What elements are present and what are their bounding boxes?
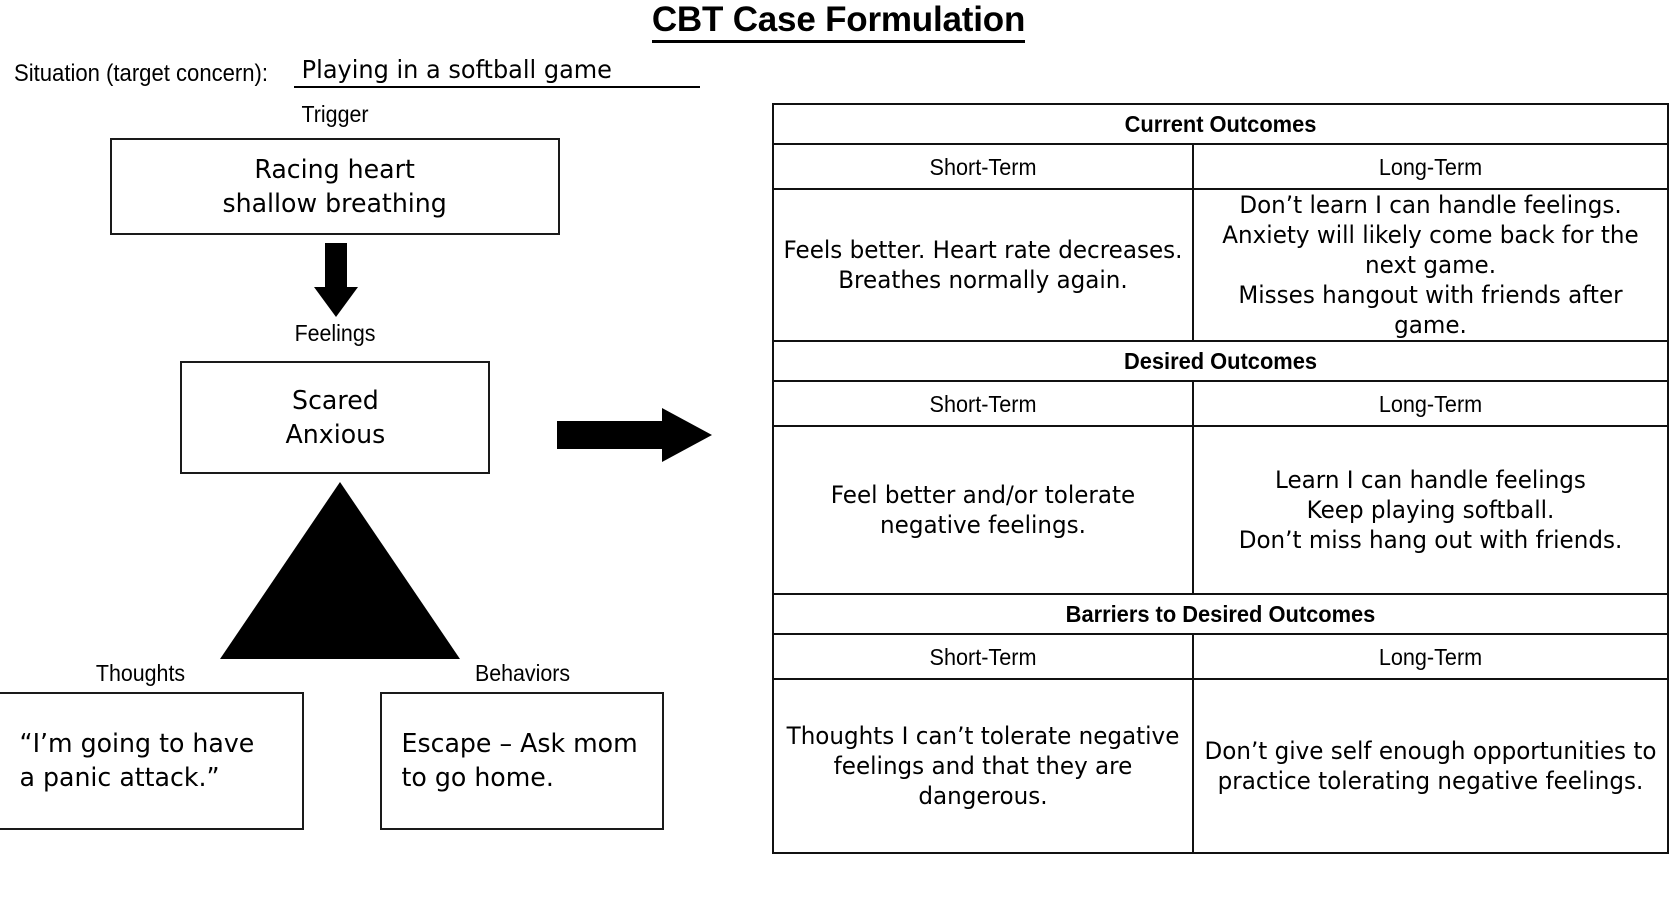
behaviors-text: Escape – Ask mom to go home. <box>401 729 638 793</box>
cell-current-short-term: Feels better. Heart rate decreases. Brea… <box>780 188 1186 342</box>
down-arrow-icon <box>314 243 358 317</box>
cell-current-long-term: Don’t learn I can handle feelings. Anxie… <box>1201 188 1660 342</box>
table-row: Thoughts I can’t tolerate negative feeli… <box>773 678 1668 854</box>
outcomes-table: Current Outcomes Short-Term Long-Term Fe… <box>772 103 1669 854</box>
section-heading-current: Current Outcomes <box>794 103 1647 145</box>
down-arrow-shaft <box>325 243 347 289</box>
feelings-text: Scared Anxious <box>285 385 385 450</box>
right-arrow-head <box>662 408 712 462</box>
feelings-label: Feelings <box>294 320 376 346</box>
column-header-long-term-barriers: Long-Term <box>1206 633 1655 680</box>
table-row: Short-Term Long-Term <box>773 380 1668 427</box>
section-heading-desired: Desired Outcomes <box>794 340 1647 382</box>
column-header-short-term-desired: Short-Term <box>784 380 1182 427</box>
situation-label: Situation (target concern): <box>14 60 269 87</box>
section-heading-barriers: Barriers to Desired Outcomes <box>794 593 1647 635</box>
column-header-long-term-desired: Long-Term <box>1206 380 1655 427</box>
right-arrow-shaft <box>557 421 665 449</box>
cell-desired-short-term: Feel better and/or tolerate negative fee… <box>780 425 1186 595</box>
thoughts-text: “I’m going to have a panic attack.” <box>19 729 255 793</box>
page-title-text: CBT Case Formulation <box>651 0 1025 43</box>
table-row: Short-Term Long-Term <box>773 143 1668 190</box>
table-row: Feels better. Heart rate decreases. Brea… <box>773 188 1668 342</box>
trigger-text: Racing heart shallow breathing <box>222 154 448 219</box>
table-row: Feel better and/or tolerate negative fee… <box>773 425 1668 595</box>
thoughts-box: “I’m going to have a panic attack.” <box>0 692 304 830</box>
trigger-label: Trigger <box>301 101 369 127</box>
right-arrow-icon <box>557 408 712 462</box>
table-row: Barriers to Desired Outcomes <box>773 593 1668 635</box>
table-row: Current Outcomes <box>773 103 1668 145</box>
situation-value: Playing in a softball game <box>301 55 613 84</box>
cell-desired-long-term: Learn I can handle feelings Keep playing… <box>1201 425 1660 595</box>
situation-field[interactable]: Playing in a softball game <box>294 55 701 88</box>
column-header-short-term-barriers: Short-Term <box>784 633 1182 680</box>
down-arrow-head <box>314 287 358 317</box>
feelings-box: Scared Anxious <box>180 361 490 474</box>
cbt-triangle-icon <box>220 482 460 659</box>
cell-barriers-short-term: Thoughts I can’t tolerate negative feeli… <box>780 678 1186 854</box>
thoughts-label: Thoughts <box>95 660 186 686</box>
column-header-short-term-current: Short-Term <box>784 143 1182 190</box>
behaviors-label: Behaviors <box>474 660 571 686</box>
table-row: Desired Outcomes <box>773 340 1668 382</box>
behaviors-box: Escape – Ask mom to go home. <box>380 692 664 830</box>
situation-row: Situation (target concern): Playing in a… <box>14 55 701 88</box>
table-row: Short-Term Long-Term <box>773 633 1668 680</box>
trigger-box: Racing heart shallow breathing <box>110 138 560 235</box>
page-title: CBT Case Formulation <box>0 0 1677 43</box>
cell-barriers-long-term: Don’t give self enough opportunities to … <box>1201 678 1660 854</box>
column-header-long-term-current: Long-Term <box>1206 143 1655 190</box>
